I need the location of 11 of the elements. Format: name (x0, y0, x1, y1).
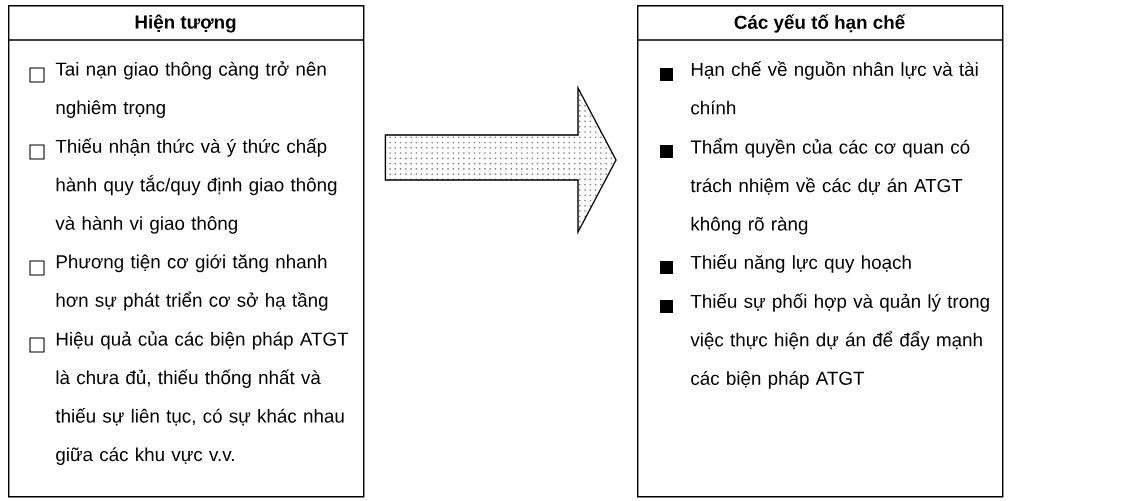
list-item: Thiếu năng lực quy hoạch (690, 254, 911, 273)
list-item: Hạn chế về nguồn nhân lực và tài chính (691, 61, 978, 115)
list-item: Thiếu sự phối hợp và quản lý trong việc thực hiện dự án để đẩy mạnh các biện pháp ATGT (690, 293, 989, 389)
list-item: Tai nạn giao thông càng trở nên nghiêm trọng (55, 61, 326, 118)
list-item: Phương tiện cơ giới tăng nhanh hơn sự phát triển cơ sở hạ tầng (56, 254, 328, 311)
list-item: Hiệu quả của các biện pháp ATGT là chưa đủ, thiếu thống nhất và thiếu sự liên tục, có sự khác nhau giữa các khu vực v.v. (55, 331, 349, 465)
list-item: Thẩm quyền của các cơ quan có trách nhiệm về các dự án ATGT không rõ ràng (690, 138, 970, 235)
block-arrow (384, 85, 617, 235)
list-item: Thiếu nhận thức và ý thức chấp hành quy tắc/quy định giao thông và hành vi giao thông (55, 138, 337, 234)
column-heading: Hiện tượng (135, 14, 236, 33)
column-heading: Các yếu tố hạn chế (734, 14, 906, 33)
